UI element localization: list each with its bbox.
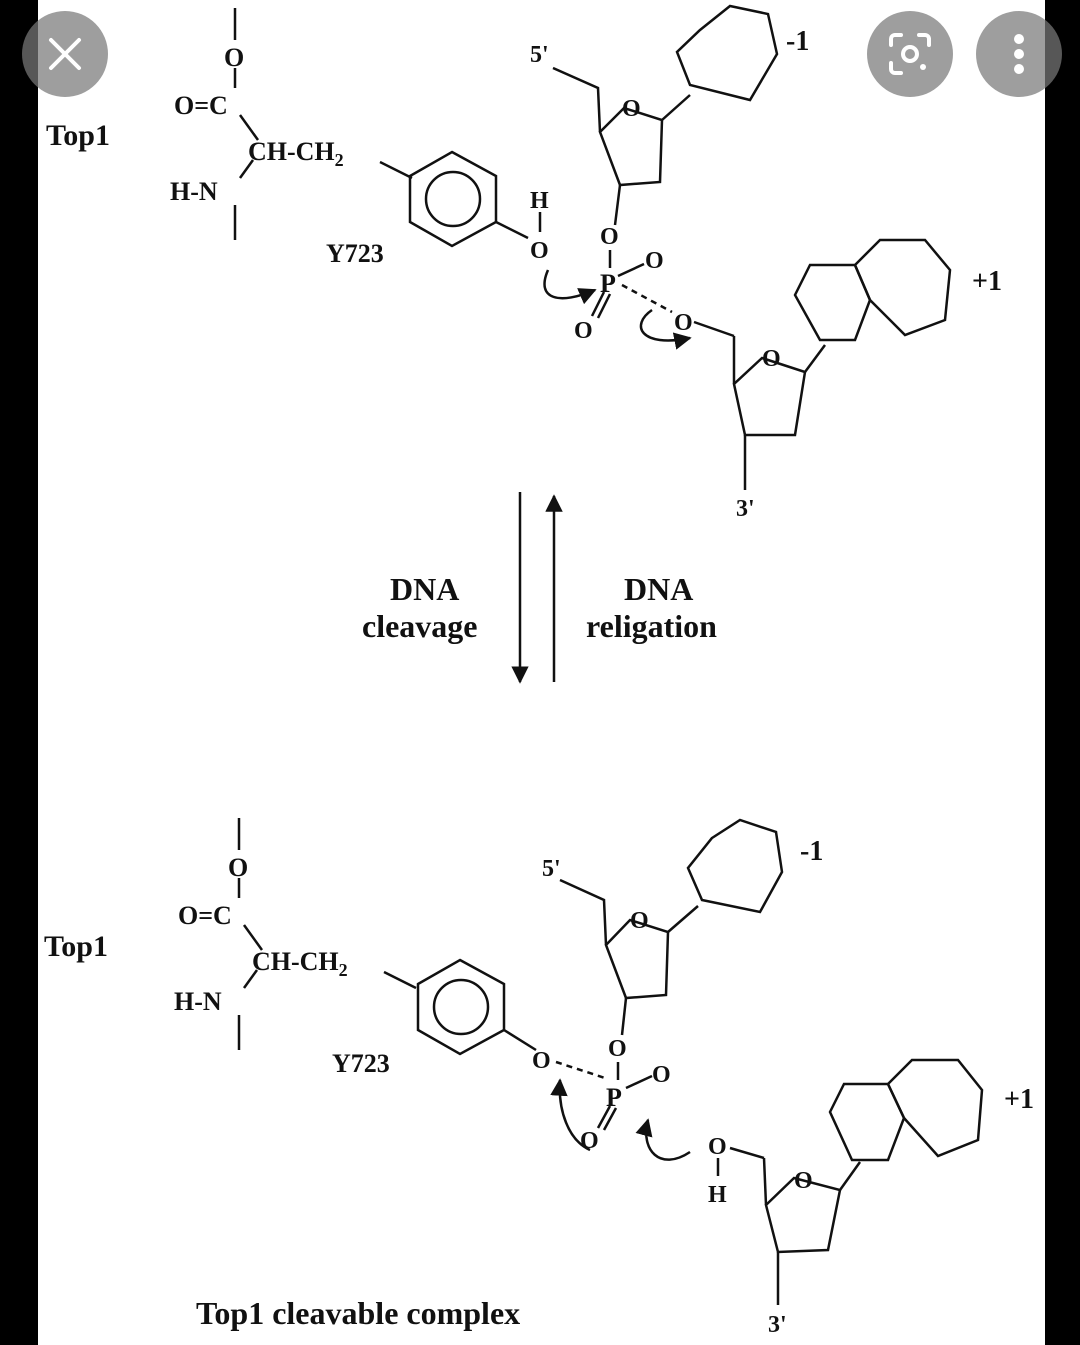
top-phosphate-o-up: O [600, 224, 619, 250]
bottom-phosphate-o-down: O [580, 1128, 599, 1154]
religation-label-line2: religation [586, 608, 717, 644]
top-residue-label: Y723 [326, 239, 384, 268]
top-sugar2-o: O [762, 346, 781, 372]
equilibrium-labels: DNA cleavage DNA religation [362, 571, 717, 644]
top-structure [233, 4, 952, 490]
bottom-residue-label: Y723 [332, 1049, 390, 1078]
lens-icon [889, 33, 931, 75]
top-hydroxyl-h: H [530, 188, 549, 214]
bottom-structure [237, 818, 984, 1305]
top-amine: H-N [170, 177, 218, 206]
bottom-tyrosine-o: O [532, 1048, 551, 1074]
bottom-protein-label: Top1 [44, 930, 108, 963]
bottom-hydroxyl-o: O [708, 1134, 727, 1160]
top-labels: Top1 O O=C CH-CH2 H-N Y723 H O 5' O O P … [46, 26, 1002, 522]
bottom-plus1-label: +1 [1004, 1084, 1034, 1115]
top-plus1-label: +1 [972, 266, 1002, 297]
bottom-ch-ch2: CH-CH2 [252, 947, 348, 980]
cleavage-label-line1: DNA [390, 571, 459, 607]
bottom-phosphate-o-up: O [608, 1036, 627, 1062]
top-minus1-label: -1 [786, 26, 809, 57]
top-protein-label: Top1 [46, 119, 110, 152]
bottom-hydroxyl-h: H [708, 1182, 727, 1208]
top-five-prime: 5' [530, 42, 549, 68]
page-background [38, 0, 1045, 1345]
top-carbonyl: O=C [174, 91, 228, 120]
top-hydroxyl-o: O [530, 238, 549, 264]
top-ch-ch2: CH-CH2 [248, 137, 344, 170]
bottom-caption: Top1 cleavable complex [196, 1295, 520, 1331]
top-phosphate-p: P [600, 269, 616, 298]
bottom-minus1-label: -1 [800, 836, 823, 867]
religation-label-line1: DNA [624, 571, 693, 607]
bottom-phosphate-o-right: O [652, 1062, 671, 1088]
top-sugar-o: O [622, 96, 641, 122]
top-phosphate-o-down: O [574, 318, 593, 344]
bottom-sugar2-o: O [794, 1168, 813, 1194]
lens-button[interactable] [867, 11, 953, 97]
bottom-amine: H-N [174, 987, 222, 1016]
bottom-sugar-o: O [630, 908, 649, 934]
bottom-o-upper: O [228, 853, 248, 882]
bottom-phosphate-p: P [606, 1083, 622, 1112]
cleavage-label-line2: cleavage [362, 608, 478, 644]
bottom-five-prime: 5' [542, 856, 561, 882]
bottom-carbonyl: O=C [178, 901, 232, 930]
top-bridge-o: O [674, 310, 693, 336]
top-phosphate-o-right: O [645, 248, 664, 274]
top-three-prime: 3' [736, 496, 755, 522]
close-button[interactable] [22, 11, 108, 97]
top-o-upper: O [224, 43, 244, 72]
equilibrium-arrows [511, 492, 563, 684]
bottom-labels: Top1 O O=C CH-CH2 H-N Y723 O 5' O O P O … [44, 836, 1034, 1338]
bottom-three-prime: 3' [768, 1312, 787, 1338]
close-icon [49, 38, 81, 70]
more-vertical-icon [1014, 34, 1024, 74]
more-options-button[interactable] [976, 11, 1062, 97]
